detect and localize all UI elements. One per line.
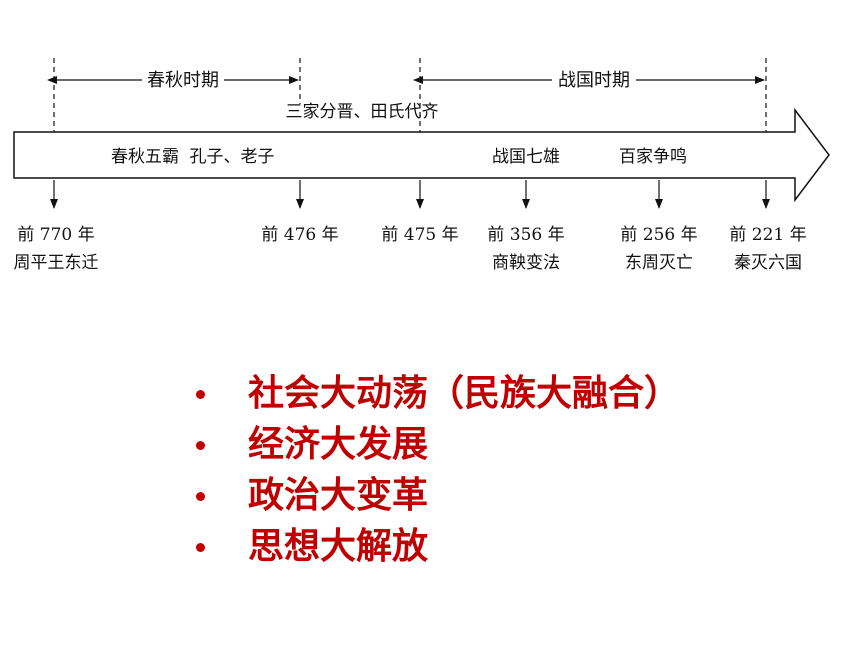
bullet-dot-icon bbox=[196, 543, 205, 552]
date-year: 前 476 年 bbox=[261, 225, 338, 245]
date-event: 周平王东迁 bbox=[14, 253, 99, 273]
date-marker: 前 770 年 周平王东迁 bbox=[14, 180, 99, 273]
timeline-diagram: 春秋时期 战国时期 三家分晋、田氏代齐 春秋五霸 孔子、老子 战国七雄 百家争鸣… bbox=[13, 58, 830, 273]
bullet-dot-icon bbox=[196, 441, 205, 450]
period-label: 战国时期 bbox=[558, 70, 630, 91]
bullet-dot-icon bbox=[196, 492, 205, 501]
arrow-label: 孔子、老子 bbox=[190, 147, 275, 167]
bullet-item: 社会大动荡（民族大融合） bbox=[188, 368, 680, 419]
period-spring-autumn: 春秋时期 bbox=[47, 58, 301, 132]
date-event: 商鞅变法 bbox=[492, 253, 560, 273]
timeline-arrow bbox=[13, 107, 830, 203]
bullet-text: 政治大变革 bbox=[248, 475, 429, 516]
arrow-label: 春秋五霸 bbox=[111, 147, 179, 167]
period-warring-states: 战国时期 bbox=[413, 58, 767, 132]
bullet-text: 经济大发展 bbox=[248, 424, 429, 465]
arrow-label: 百家争鸣 bbox=[619, 147, 687, 167]
arrow-label: 战国七雄 bbox=[492, 147, 560, 167]
date-event: 秦灭六国 bbox=[734, 253, 802, 273]
event-note: 三家分晋、田氏代齐 bbox=[286, 102, 439, 122]
bullet-item: 经济大发展 bbox=[188, 419, 680, 470]
date-marker: 前 356 年 商鞅变法 bbox=[487, 180, 565, 273]
date-year: 前 770 年 bbox=[17, 225, 94, 245]
bullet-dot-icon bbox=[196, 390, 205, 399]
date-year: 前 475 年 bbox=[381, 225, 458, 245]
date-marker: 前 475 年 bbox=[381, 180, 459, 245]
date-year: 前 221 年 bbox=[729, 225, 806, 245]
date-year: 前 356 年 bbox=[487, 225, 564, 245]
period-label: 春秋时期 bbox=[147, 70, 219, 91]
date-event: 东周灭亡 bbox=[625, 253, 693, 273]
bullet-text: 思想大解放 bbox=[248, 526, 429, 567]
bullet-list: 社会大动荡（民族大融合） 经济大发展 政治大变革 思想大解放 bbox=[188, 368, 680, 572]
date-marker: 前 256 年 东周灭亡 bbox=[620, 180, 698, 273]
bullet-text: 社会大动荡（民族大融合） bbox=[248, 373, 681, 414]
bullet-item: 思想大解放 bbox=[188, 521, 680, 572]
date-marker: 前 476 年 bbox=[261, 180, 339, 245]
date-year: 前 256 年 bbox=[620, 225, 697, 245]
date-marker: 前 221 年 秦灭六国 bbox=[729, 180, 807, 273]
bullet-item: 政治大变革 bbox=[188, 470, 680, 521]
